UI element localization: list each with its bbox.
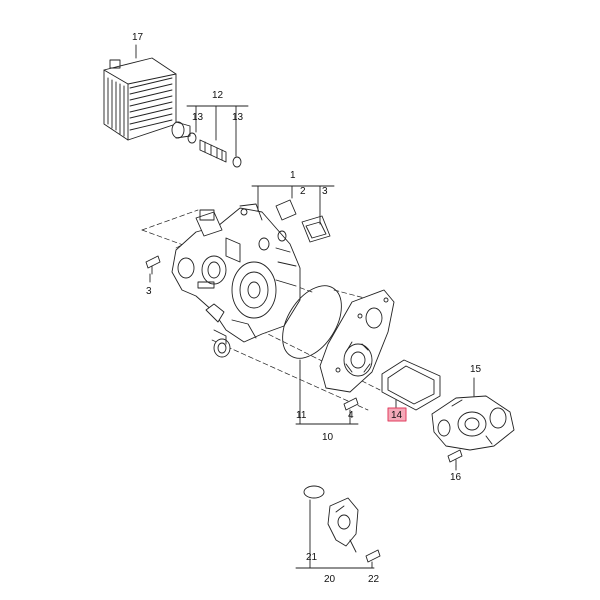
callout-10: 10 — [322, 432, 334, 443]
callout-2: 2 — [300, 186, 306, 197]
bolt-22[interactable] — [365, 549, 381, 563]
callout-3-top: 3 — [322, 186, 328, 197]
callout-13-left: 13 — [192, 112, 204, 123]
leaders-10-11-4 — [299, 359, 351, 425]
callout-13-right: 13 — [232, 112, 244, 123]
callout-16: 16 — [450, 472, 462, 483]
coolant-connector[interactable] — [303, 485, 359, 553]
callout-20: 20 — [324, 574, 336, 585]
callout-21: 21 — [306, 552, 318, 563]
water-pump-housing[interactable] — [171, 203, 301, 358]
callout-4: 4 — [348, 410, 354, 421]
leaders-12-13 — [195, 105, 237, 157]
callout-15: 15 — [470, 364, 482, 375]
leaders-1-2-3 — [257, 185, 321, 225]
callout-17: 17 — [132, 32, 144, 43]
connector-pipe[interactable] — [187, 132, 242, 168]
callout-14: 14 — [391, 410, 403, 421]
bolt-16[interactable] — [447, 449, 463, 467]
callout-14-highlight[interactable] — [387, 407, 407, 422]
bolt-4[interactable] — [343, 397, 359, 411]
callout-12: 12 — [212, 90, 224, 101]
bolt-left[interactable] — [145, 255, 161, 275]
leaders-20-21-22 — [309, 499, 373, 569]
o-ring-seal[interactable] — [270, 275, 353, 368]
pump-cover-impeller[interactable] — [319, 289, 395, 393]
oil-cooler[interactable] — [103, 57, 191, 141]
callout-22: 22 — [368, 574, 380, 585]
callout-11: 11 — [296, 410, 307, 421]
callout-1: 1 — [290, 170, 296, 181]
thermostat-gasket[interactable] — [381, 359, 441, 411]
small-gaskets[interactable] — [275, 199, 331, 243]
callout-3-left: 3 — [146, 286, 152, 297]
thermostat-housing[interactable] — [431, 395, 515, 451]
